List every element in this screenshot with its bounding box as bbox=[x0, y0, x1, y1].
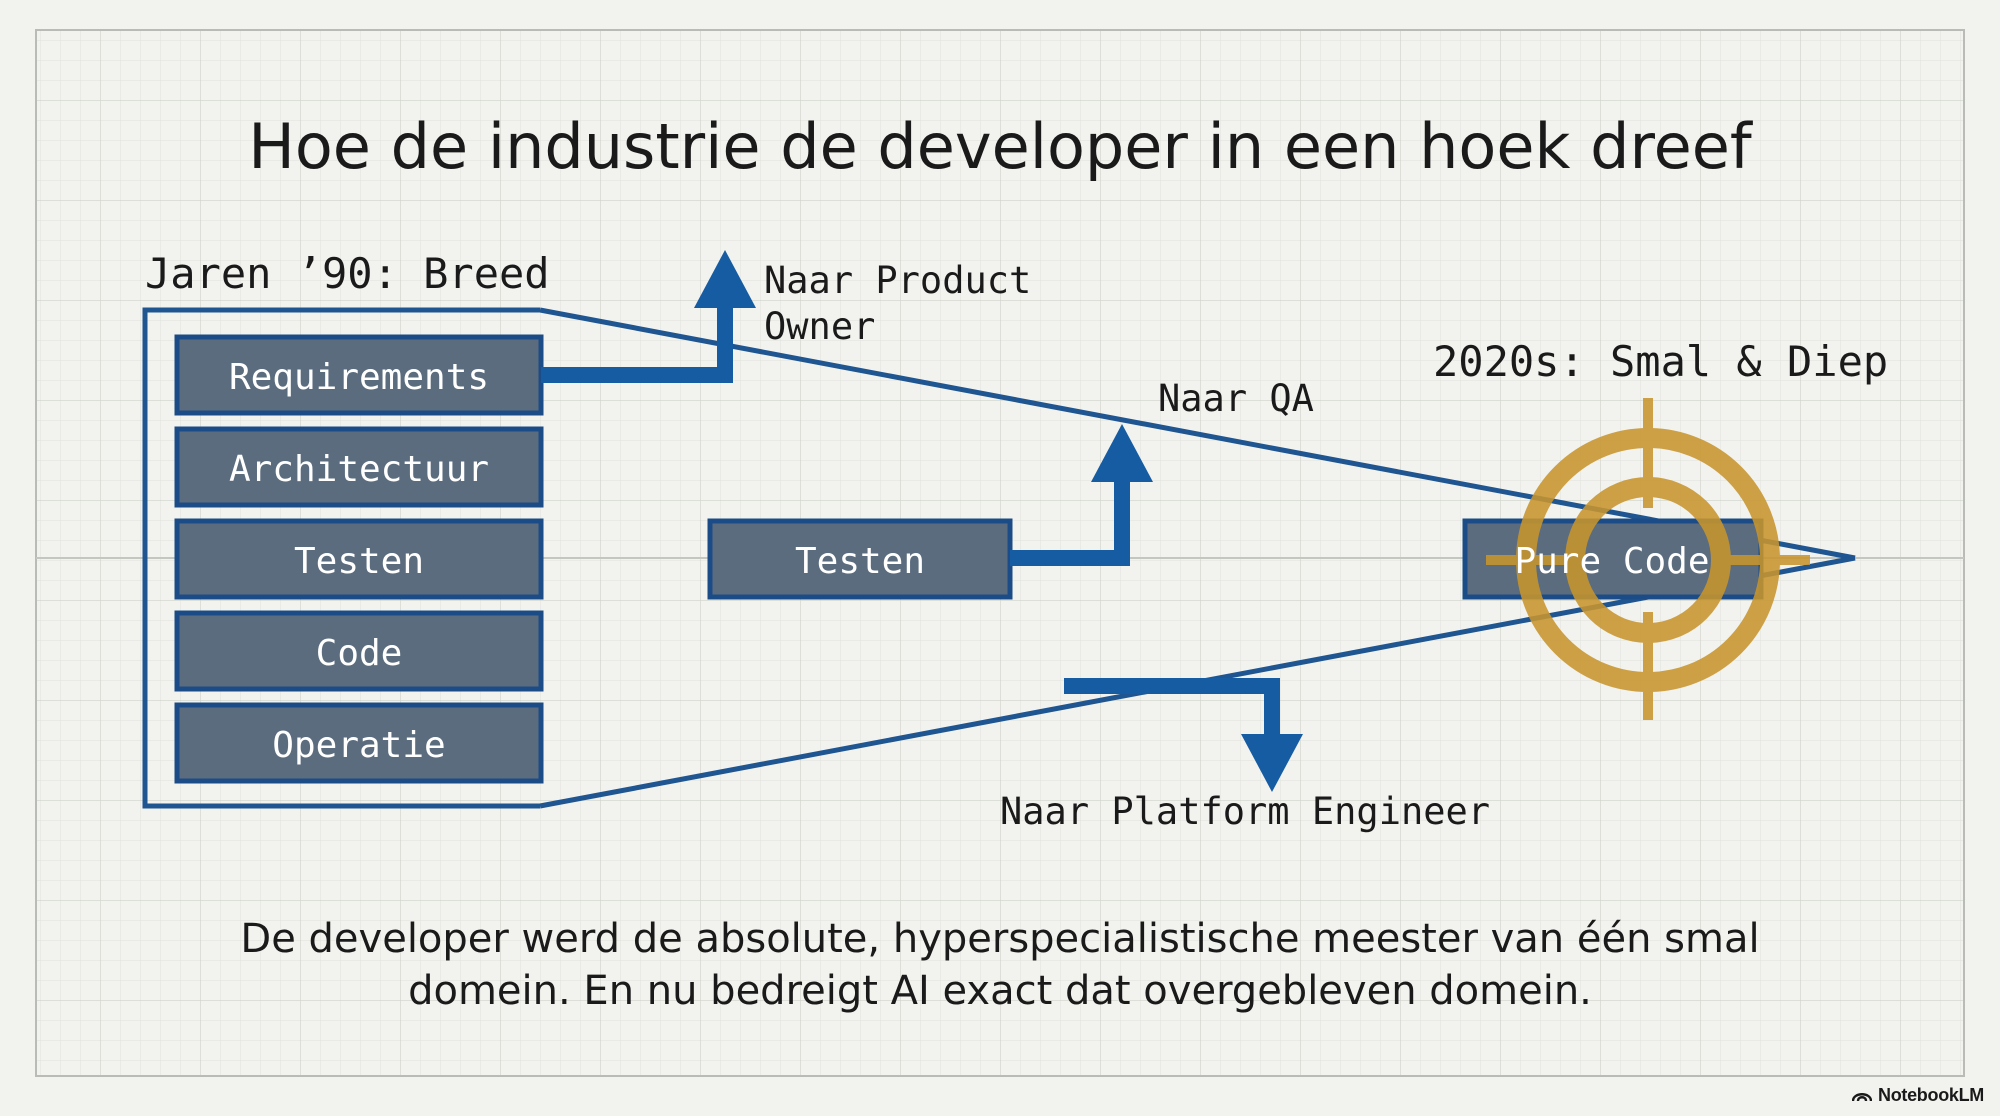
role-box-label: Operatie bbox=[272, 725, 445, 766]
pure-code-label: Pure Code bbox=[1514, 541, 1709, 582]
platform-engineer-label: Naar Platform Engineer bbox=[1000, 790, 1490, 833]
role-box-testen: Testen bbox=[174, 518, 544, 600]
arrow-to-platform-engineer bbox=[1064, 678, 1303, 792]
middle-testen-box: Testen bbox=[707, 518, 1013, 600]
caption-line-1: De developer werd de absolute, hyperspec… bbox=[240, 916, 1759, 962]
notebooklm-logo-icon bbox=[1852, 1088, 1872, 1102]
product-owner-label: Naar Product Owner bbox=[764, 259, 1054, 348]
target-icon bbox=[1486, 398, 1810, 720]
arrow-to-product-owner bbox=[541, 250, 756, 383]
right-era-label: 2020s: Smal & Diep bbox=[1433, 337, 1888, 386]
role-box-label: Requirements bbox=[229, 357, 489, 398]
arrow-to-qa bbox=[1010, 424, 1153, 566]
role-box-label: Architectuur bbox=[229, 449, 489, 490]
role-box-label: Testen bbox=[294, 541, 424, 582]
slide-title: Hoe de industrie de developer in een hoe… bbox=[248, 110, 1754, 183]
qa-label: Naar QA bbox=[1158, 377, 1314, 420]
middle-box-label: Testen bbox=[795, 541, 925, 582]
funnel-left-bracket bbox=[142, 307, 540, 809]
funnel-top-edge bbox=[539, 307, 1856, 561]
role-box-code: Code bbox=[174, 610, 544, 692]
branding-watermark: NotebookLM bbox=[1852, 1084, 1984, 1106]
role-box-operatie: Operatie bbox=[174, 702, 544, 784]
role-box-label: Code bbox=[316, 633, 403, 674]
role-box-architectuur: Architectuur bbox=[174, 426, 544, 508]
left-era-label: Jaren ’90: Breed bbox=[145, 249, 550, 298]
caption-line-2: domein. En nu bedreigt AI exact dat over… bbox=[408, 968, 1592, 1014]
branding-text: NotebookLM bbox=[1878, 1084, 1984, 1105]
role-box-requirements: Requirements bbox=[174, 334, 544, 416]
